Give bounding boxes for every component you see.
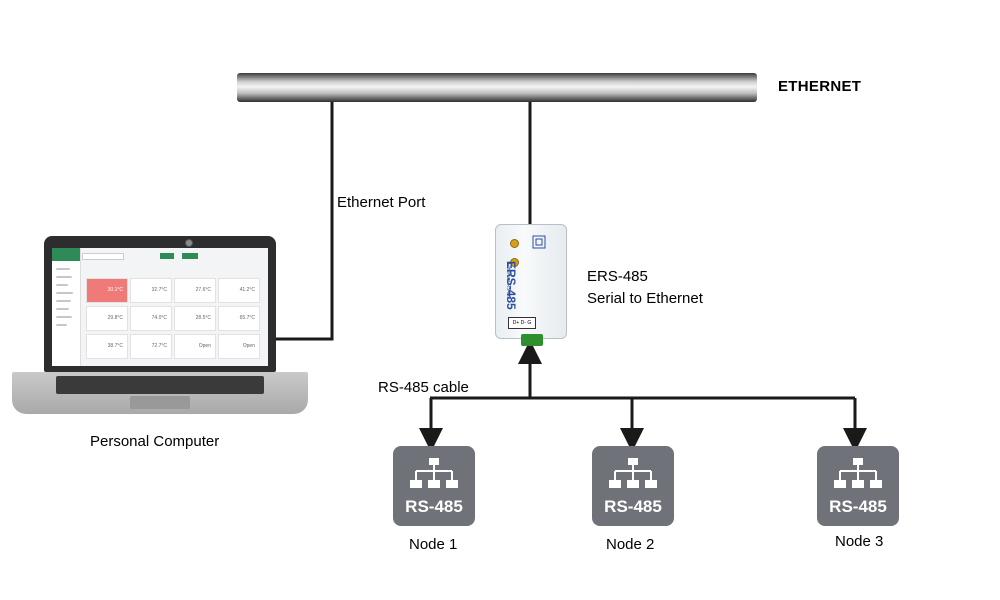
app-button bbox=[160, 253, 174, 259]
sensor-tile: 32.7°C bbox=[130, 278, 172, 303]
ethernet-bus bbox=[237, 73, 757, 102]
app-sidebar bbox=[52, 248, 81, 366]
sensor-tile-value: Open bbox=[198, 343, 211, 349]
sensor-tile-value: 65.7°C bbox=[239, 315, 255, 321]
node-icon-text: RS-485 bbox=[604, 497, 662, 516]
rs485-cable-label: RS-485 cable bbox=[378, 379, 469, 396]
sensor-tile-value: 38.7°C bbox=[107, 343, 123, 349]
sensor-tile-value: 30.1°C bbox=[107, 287, 123, 293]
sensor-tile: 38.7°C bbox=[86, 334, 128, 359]
sensor-tile-value: 27.6°C bbox=[195, 287, 211, 293]
network-hierarchy-icon bbox=[609, 458, 657, 488]
network-port-icon bbox=[532, 235, 546, 249]
sidebar-item bbox=[56, 284, 68, 286]
sidebar-item bbox=[56, 292, 73, 294]
status-led-icon bbox=[510, 239, 519, 248]
ethernet-label: ETHERNET bbox=[778, 78, 862, 95]
ethernet-port-wire bbox=[276, 101, 334, 341]
sensor-tile: 41.2°C bbox=[218, 278, 260, 303]
sensor-tile: 65.7°C bbox=[218, 306, 260, 331]
network-hierarchy-icon bbox=[410, 458, 458, 488]
converter-terminal-label: D+ D- G bbox=[508, 317, 536, 329]
sidebar-item bbox=[56, 300, 71, 302]
sensor-tile: Open bbox=[218, 334, 260, 359]
sensor-tile: Open bbox=[174, 334, 216, 359]
node-3-device: RS-485 bbox=[817, 446, 899, 526]
node-1-device: RS-485 bbox=[393, 446, 475, 526]
laptop-base bbox=[12, 372, 308, 414]
sensor-tile: 28.5°C bbox=[174, 306, 216, 331]
webcam-icon bbox=[185, 239, 193, 247]
sidebar-item bbox=[56, 308, 69, 310]
ers-485-converter: ERS-485 Ethernet-RS485 D+ D- G bbox=[495, 224, 567, 339]
sensor-tile-value: 29.8°C bbox=[107, 315, 123, 321]
app-button bbox=[182, 253, 198, 259]
laptop-lid: 30.1°C 32.7°C 27.6°C 41.2°C 29.8°C 74.0°C 28.5… bbox=[44, 236, 276, 372]
sensor-tile: 29.8°C bbox=[86, 306, 128, 331]
sensor-tile: 74.0°C bbox=[130, 306, 172, 331]
converter-description-label: Serial to Ethernet bbox=[587, 290, 703, 307]
node-icon-text: RS-485 bbox=[405, 497, 463, 516]
sensor-tile-value: 28.5°C bbox=[195, 315, 211, 321]
sensor-tile-value: Open bbox=[242, 343, 255, 349]
sidebar-item bbox=[56, 324, 67, 326]
sensor-tile: 27.6°C bbox=[174, 278, 216, 303]
laptop-screen: 30.1°C 32.7°C 27.6°C 41.2°C 29.8°C 74.0°C 28.5… bbox=[52, 248, 268, 366]
sensor-tile-value: 32.7°C bbox=[151, 287, 167, 293]
sidebar-item bbox=[56, 268, 70, 270]
sidebar-item bbox=[56, 316, 72, 318]
sidebar-item bbox=[56, 276, 72, 278]
node-1-label: Node 1 bbox=[409, 536, 458, 553]
sensor-tile-value: 41.2°C bbox=[239, 287, 255, 293]
converter-body-sublabel: Ethernet-RS485 bbox=[505, 263, 511, 299]
converter-name-label: ERS-485 bbox=[587, 268, 648, 285]
node-icon-text: RS-485 bbox=[829, 497, 887, 516]
personal-computer: 30.1°C 32.7°C 27.6°C 41.2°C 29.8°C 74.0°C 28.5… bbox=[12, 236, 308, 416]
touchpad bbox=[130, 396, 190, 409]
node-2-device: RS-485 bbox=[592, 446, 674, 526]
personal-computer-label: Personal Computer bbox=[90, 433, 220, 450]
app-search-field bbox=[82, 253, 124, 260]
ethernet-port-label: Ethernet Port bbox=[337, 194, 426, 211]
network-hierarchy-icon bbox=[834, 458, 882, 488]
keyboard bbox=[56, 376, 264, 394]
node-3-label: Node 3 bbox=[835, 533, 884, 550]
sensor-tile: 72.7°C bbox=[130, 334, 172, 359]
status-led-icon bbox=[510, 258, 519, 267]
node-2-label: Node 2 bbox=[606, 536, 655, 553]
app-sidebar-header bbox=[52, 248, 80, 261]
terminal-block-connector bbox=[521, 334, 543, 346]
sensor-tile-value: 72.7°C bbox=[151, 343, 167, 349]
sensor-tile-value: 74.0°C bbox=[151, 315, 167, 321]
sensor-tile: 30.1°C bbox=[86, 278, 128, 303]
